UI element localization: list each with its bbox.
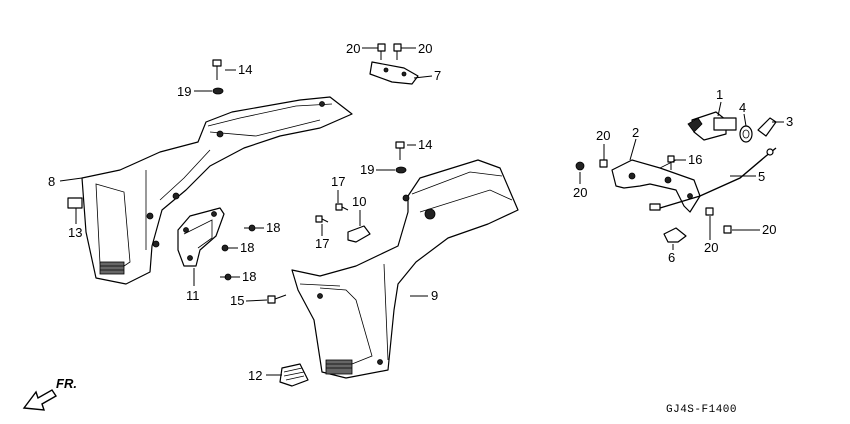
callout-20-cable-lower: 20 <box>704 240 718 255</box>
callout-20-bracket-upper: 20 <box>596 128 610 143</box>
part-13-emblem <box>67 197 83 209</box>
callout-15: 15 <box>230 293 244 308</box>
callout-20-cable-right: 20 <box>762 222 776 237</box>
part-9-right-side-cover <box>291 159 519 379</box>
callout-1: 1 <box>716 87 723 102</box>
callout-10: 10 <box>352 194 366 209</box>
callout-2: 2 <box>632 125 639 140</box>
diagram-code: GJ4S-F1400 <box>666 404 737 416</box>
callout-18-middle: 18 <box>240 240 254 255</box>
callout-4: 4 <box>739 100 746 115</box>
part-11-inner-panel <box>177 207 225 267</box>
fasteners <box>212 43 732 304</box>
callout-8: 8 <box>48 174 55 189</box>
part-8-left-side-cover <box>81 96 353 285</box>
callout-14-right: 14 <box>418 137 432 152</box>
part-5-cable <box>649 147 777 211</box>
callout-13: 13 <box>68 225 82 240</box>
callout-12: 12 <box>248 368 262 383</box>
callout-14-left: 14 <box>238 62 252 77</box>
callout-labels: 1 2 3 4 5 6 7 8 9 10 11 12 13 14 14 15 1… <box>48 41 793 383</box>
callout-16: 16 <box>688 152 702 167</box>
callout-17-lower: 17 <box>315 236 329 251</box>
callout-5: 5 <box>758 169 765 184</box>
callout-19-right: 19 <box>360 162 374 177</box>
callout-17-upper: 17 <box>331 174 345 189</box>
callout-18-upper: 18 <box>266 220 280 235</box>
part-12-reflector <box>279 363 309 387</box>
part-1-lock-cylinder <box>687 111 737 141</box>
callout-3: 3 <box>786 114 793 129</box>
callout-18-lower: 18 <box>242 269 256 284</box>
arrow-icon <box>22 389 57 411</box>
callout-20-top-left: 20 <box>346 41 360 56</box>
part-4-collar <box>739 125 753 143</box>
callout-19-left: 19 <box>177 84 191 99</box>
part-7-clamp-plate <box>369 61 419 85</box>
direction-label: FR. <box>56 376 77 391</box>
part-10-clip <box>347 225 371 243</box>
callout-9: 9 <box>431 288 438 303</box>
part-3-key-tag <box>757 117 777 137</box>
callout-20-bracket-lower: 20 <box>573 185 587 200</box>
callout-7: 7 <box>434 68 441 83</box>
front-direction-arrow: FR. <box>22 376 77 411</box>
callout-20-top-right: 20 <box>418 41 432 56</box>
callout-11: 11 <box>186 288 200 303</box>
part-2-bracket <box>611 159 701 213</box>
part-6-cable-clamp <box>663 227 687 243</box>
leader-lines <box>59 47 784 376</box>
callout-6: 6 <box>668 250 675 265</box>
